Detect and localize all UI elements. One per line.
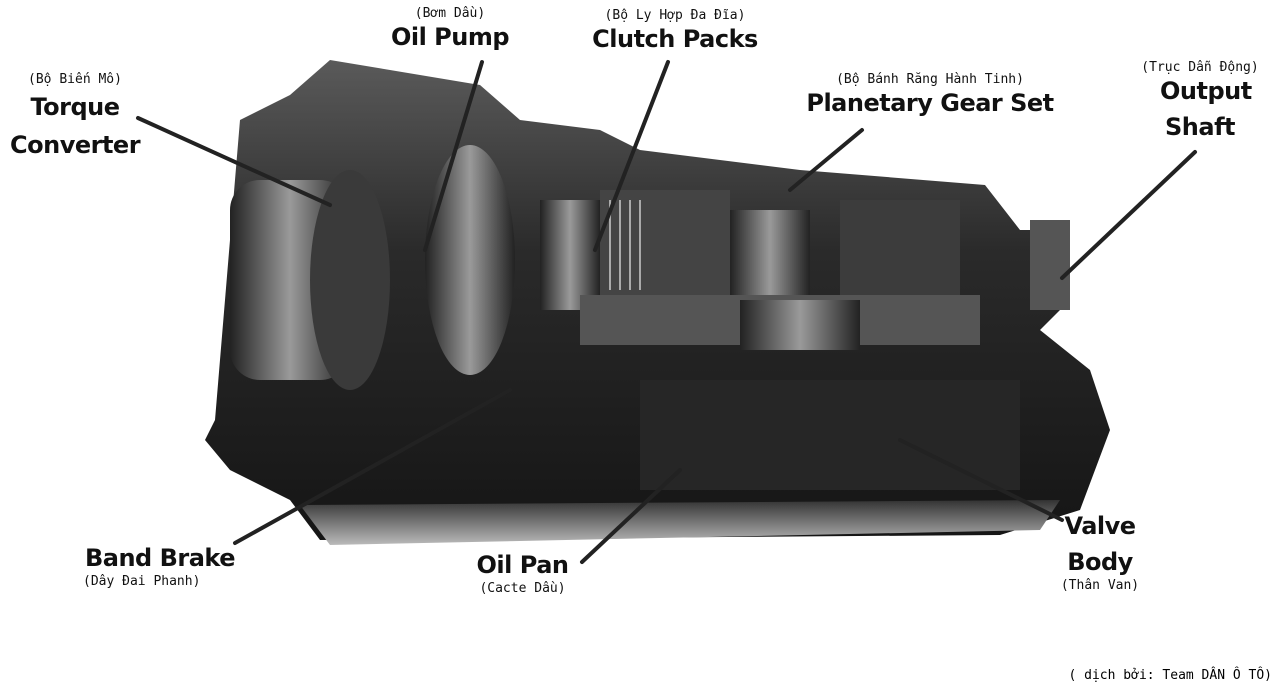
label-vi: (Bộ Biến Mô) <box>28 72 122 87</box>
label-band-brake: Band Brake (Dây Đai Phanh) <box>75 542 245 589</box>
leader-band-brake <box>233 388 512 545</box>
label-en: Band Brake <box>84 544 236 572</box>
label-en: Output <box>1160 77 1252 105</box>
label-torque-converter: (Bộ Biến Mô) Torque Converter <box>10 72 141 161</box>
label-vi: (Cacte Dầu) <box>479 581 566 596</box>
label-oil-pan: Oil Pan (Cacte Dầu) <box>455 549 590 596</box>
label-en: Planetary Gear Set <box>806 89 1054 117</box>
label-en: Body <box>1067 548 1133 576</box>
leader-valve-body <box>898 438 1064 522</box>
label-vi: (Bơm Dầu) <box>414 6 486 21</box>
label-en: Converter <box>10 131 141 159</box>
leader-torque-converter <box>136 116 332 207</box>
label-valve-body: Valve Body (Thân Van) <box>1045 510 1155 593</box>
label-en: Clutch Packs <box>592 25 758 53</box>
translation-credit: ( dịch bởi: Team DÂN Ô TÔ) <box>1068 668 1273 683</box>
transmission-case <box>205 60 1110 545</box>
leader-lines <box>136 60 1197 564</box>
label-en: Valve <box>1064 512 1136 540</box>
label-en: Torque <box>30 93 120 121</box>
label-en: Oil Pump <box>390 23 510 51</box>
label-vi: (Dây Đai Phanh) <box>83 574 201 589</box>
label-clutch-packs: (Bộ Ly Hợp Đa Đĩa) Clutch Packs <box>575 8 775 55</box>
leader-oil-pump <box>423 60 484 252</box>
label-en: Oil Pan <box>476 551 569 579</box>
label-vi: (Bộ Ly Hợp Đa Đĩa) <box>604 8 746 23</box>
label-vi: (Bộ Bánh Răng Hành Tinh) <box>836 72 1024 87</box>
leader-planetary-gear-set <box>788 128 864 192</box>
label-output-shaft: (Trục Dẫn Động) Output Shaft <box>1120 60 1280 143</box>
label-en: Shaft <box>1165 113 1235 141</box>
leader-oil-pan <box>580 468 682 564</box>
label-oil-pump: (Bơm Dầu) Oil Pump <box>380 6 520 53</box>
leader-output-shaft <box>1060 150 1197 280</box>
label-planetary-gear-set: (Bộ Bánh Răng Hành Tinh) Planetary Gear … <box>800 72 1060 119</box>
leader-clutch-packs <box>593 60 670 252</box>
label-vi: (Trục Dẫn Động) <box>1141 60 1259 75</box>
label-vi: (Thân Van) <box>1060 578 1140 593</box>
